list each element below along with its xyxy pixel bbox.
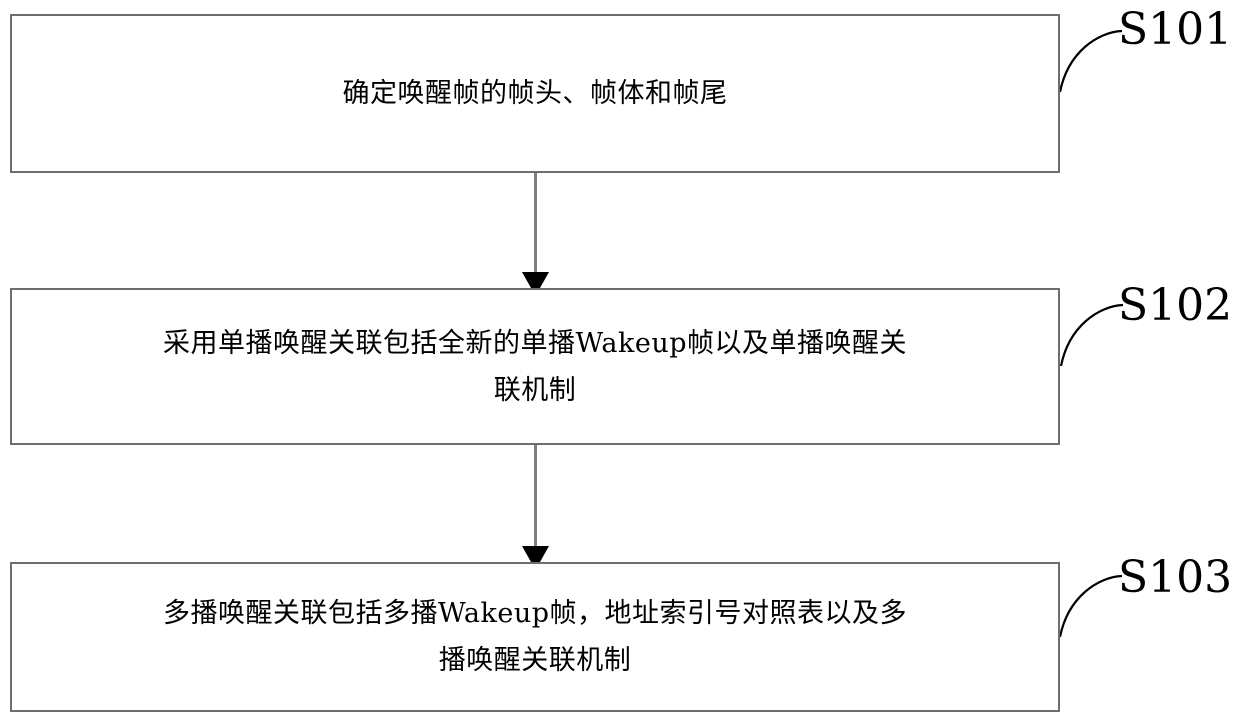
flow-step-box-s101[interactable]: 确定唤醒帧的帧头、帧体和帧尾 [10, 14, 1060, 173]
flow-step-box-s102[interactable]: 采用单播唤醒关联包括全新的单播Wakeup帧以及单播唤醒关 联机制 [10, 288, 1060, 445]
leader-line-s101 [1058, 29, 1123, 93]
step-label-s103: S103 [1118, 552, 1233, 603]
step-label-s101: S101 [1118, 4, 1233, 55]
flow-step-text-s103: 多播唤醒关联包括多播Wakeup帧，地址索引号对照表以及多 播唤醒关联机制 [162, 598, 907, 676]
leader-line-s103 [1058, 574, 1123, 638]
connector-s101-s102 [522, 173, 549, 296]
flow-step-box-s103[interactable]: 多播唤醒关联包括多播Wakeup帧，地址索引号对照表以及多 播唤醒关联机制 [10, 562, 1060, 712]
flow-step-text-s101: 确定唤醒帧的帧头、帧体和帧尾 [342, 78, 728, 109]
leader-line-s102 [1059, 303, 1124, 367]
step-label-s102: S102 [1118, 280, 1233, 331]
connector-s102-s103 [522, 445, 549, 570]
flow-step-text-s102: 采用单播唤醒关联包括全新的单播Wakeup帧以及单播唤醒关 联机制 [162, 327, 907, 406]
